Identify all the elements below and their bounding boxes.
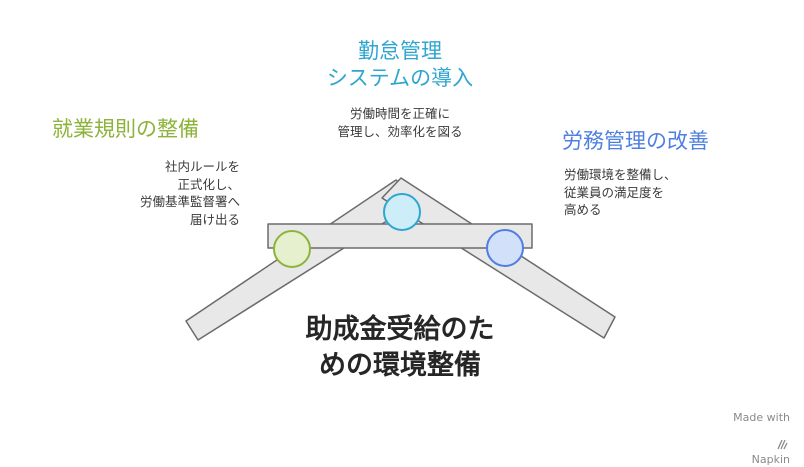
made-with-label: Made with (733, 411, 790, 424)
node-attendance-system (383, 193, 421, 231)
labor-management-description: 労働環境を整備し、 従業員の満足度を 高める (564, 167, 677, 217)
node-labor-management (486, 229, 524, 267)
node-work-rules (273, 230, 311, 268)
made-with-napkin-badge: Made with Napkin (650, 397, 790, 467)
work-rules-title: 就業規則の整備 (52, 117, 199, 141)
attendance-system-description: 労働時間を正確に 管理し、効率化を図る (337, 106, 463, 139)
diagram-canvas (185, 177, 616, 341)
main-title: 助成金受給のた めの環境整備 (305, 314, 495, 381)
work-rules-description: 社内ルールを 正式化し、 労働基準監督署へ 届け出る (139, 159, 240, 227)
labor-management-title: 労務管理の改善 (562, 129, 709, 153)
napkin-logo-icon (777, 425, 788, 450)
napkin-brand-label: Napkin (751, 453, 790, 466)
attendance-system-title: 勤怠管理 システムの導入 (326, 39, 474, 90)
